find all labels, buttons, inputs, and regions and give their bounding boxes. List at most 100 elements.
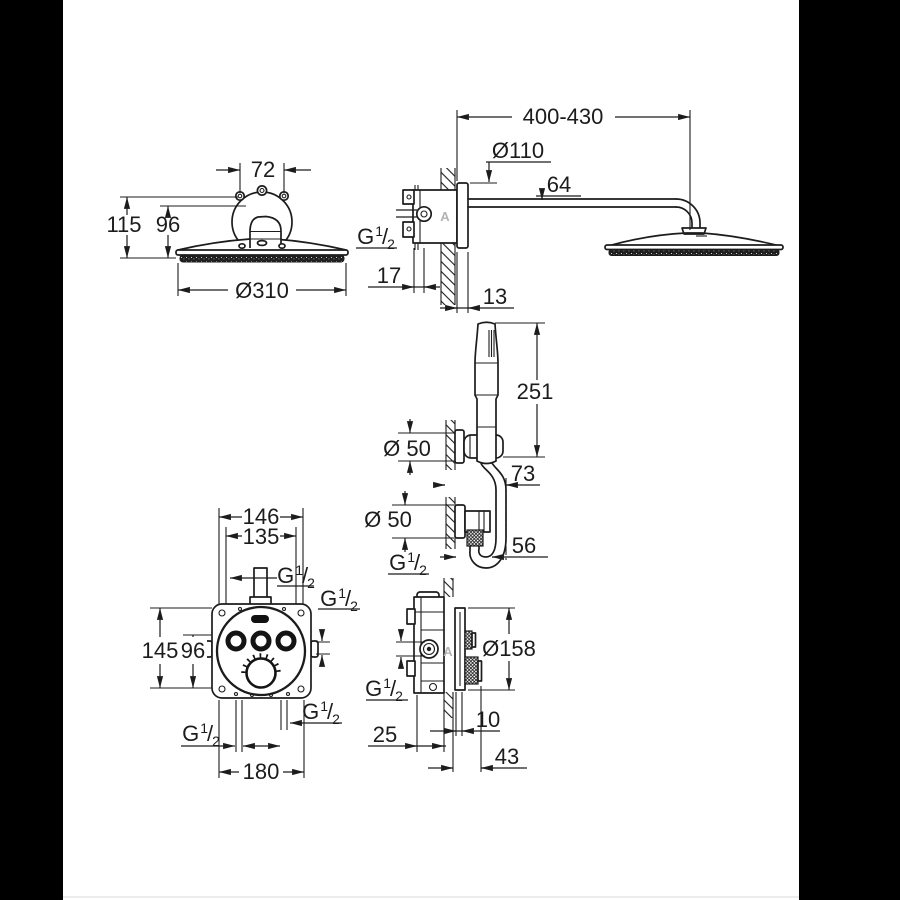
select-button-2 (250, 630, 272, 652)
thread-sub: 2 (419, 562, 427, 578)
dome-nub-details (238, 239, 286, 250)
wall-hatch-upper (444, 578, 453, 597)
dim-label-reach: 400-430 (523, 104, 604, 129)
corner-screw (218, 609, 226, 617)
thread-label-g12: G1/2 (365, 675, 403, 704)
extension-lines (120, 163, 347, 296)
thread-sub: 2 (212, 733, 220, 749)
thread-sub: 2 (387, 236, 395, 252)
brand-logo-oval (251, 615, 269, 623)
dim-label-diameter-158: Ø158 (482, 636, 536, 661)
outlet-rosette (454, 504, 466, 539)
thread-label-g12: G1/2 (389, 549, 427, 578)
wall-lines (443, 578, 454, 718)
thread-slash: / (414, 550, 421, 575)
dim-label-180: 180 (243, 759, 280, 784)
valve-port-inner (420, 210, 428, 218)
screw-dot (285, 691, 291, 697)
extension-lines (392, 322, 545, 539)
nub (256, 239, 268, 247)
valve-clip-upper (406, 608, 416, 625)
extension-lines (413, 110, 691, 313)
view-arm-side: A 400-430 Ø110 64 G1/2 17 13 (356, 104, 784, 313)
hand-shower-seams (475, 362, 498, 428)
arm-elbow (675, 198, 701, 229)
cartridge-port-center (426, 646, 432, 652)
thread-sup: 1 (407, 549, 415, 565)
knob-scale-ticks (241, 653, 281, 674)
thread-sub: 2 (395, 688, 403, 704)
thread-base: G (182, 721, 199, 746)
screw-dot (237, 606, 243, 612)
dim-label-10: 10 (476, 707, 500, 732)
dim-label-72: 72 (251, 157, 275, 182)
dim-label-13: 13 (483, 284, 507, 309)
corner-screw (218, 685, 226, 693)
outlet-body-seams (478, 511, 485, 532)
dim-label-17: 17 (377, 263, 401, 288)
corner-screw (297, 609, 305, 617)
head-profile-sprayface (608, 249, 780, 256)
wall-lines (440, 168, 456, 305)
view-mixer-side: A Ø158 G1/2 10 25 43 (365, 578, 536, 772)
screw-detail (234, 190, 246, 202)
outlet-elbow-body (464, 510, 491, 533)
hose-nut-knurled (466, 529, 484, 547)
dim-label-96: 96 (181, 638, 205, 663)
thread-label-g12: G1/2 (182, 720, 220, 749)
thread-label-g12: G1/2 (357, 223, 395, 252)
shower-arm (467, 198, 677, 208)
view-mixer-front: 146 135 G1/2 G1/2 145 96 G1/2 G1/2 180 (141, 504, 360, 784)
dim-label-115: 115 (106, 212, 141, 237)
valve-screw (428, 682, 438, 692)
ball-joint-screws (234, 185, 290, 202)
head-rim-band (175, 249, 349, 256)
top-inlet-pipe (253, 567, 268, 598)
thread-sub: 2 (350, 598, 358, 614)
thread-slash: / (327, 699, 334, 724)
label-pad (180, 637, 207, 664)
label-pad (482, 634, 535, 661)
wall-rosette-edge (456, 182, 469, 249)
label-pad (517, 380, 554, 404)
extension-lines (396, 607, 515, 772)
thread-sup: 1 (200, 720, 208, 736)
corner-screw (297, 685, 305, 693)
side-port-right (310, 640, 319, 658)
screw-detail (281, 193, 287, 199)
dim-label-outlet-50: Ø 50 (364, 507, 412, 532)
cartridge-port-mid (422, 642, 436, 656)
label-pad (228, 278, 296, 303)
head-profile-contour (607, 232, 781, 247)
thread-sup: 1 (338, 585, 346, 601)
wall-hatch-upper (441, 168, 455, 190)
valve-clip-lower (406, 660, 416, 677)
dim-label-135: 135 (243, 524, 280, 549)
wall-hatch-outlet (446, 497, 455, 549)
thread-label-g12: G1/2 (302, 698, 340, 727)
label-pad (242, 504, 280, 528)
dim-label-diameter-110: Ø110 (492, 138, 544, 163)
thread-slash: / (345, 586, 352, 611)
holder-rosette (454, 429, 465, 464)
spray-face-band (179, 254, 345, 263)
label-pad (242, 526, 280, 548)
lower-knob-cap (477, 660, 483, 682)
screw-detail (278, 190, 290, 202)
label-pad (239, 760, 283, 784)
right-letterbox-bar (799, 0, 900, 900)
head-profile-rim (604, 244, 784, 251)
hand-shower-stick (474, 321, 499, 465)
g12-underlines (181, 585, 360, 747)
select-button-3 (275, 630, 297, 652)
valve-letter-mark: A (443, 644, 453, 659)
upper-knob-knurled (464, 630, 473, 650)
thread-slash: / (302, 563, 309, 588)
thread-sup: 1 (375, 223, 383, 239)
inlet-arch-seams (250, 230, 281, 240)
screw-detail (256, 185, 268, 196)
dim-label-25: 25 (373, 722, 397, 747)
thread-base: G (365, 676, 382, 701)
